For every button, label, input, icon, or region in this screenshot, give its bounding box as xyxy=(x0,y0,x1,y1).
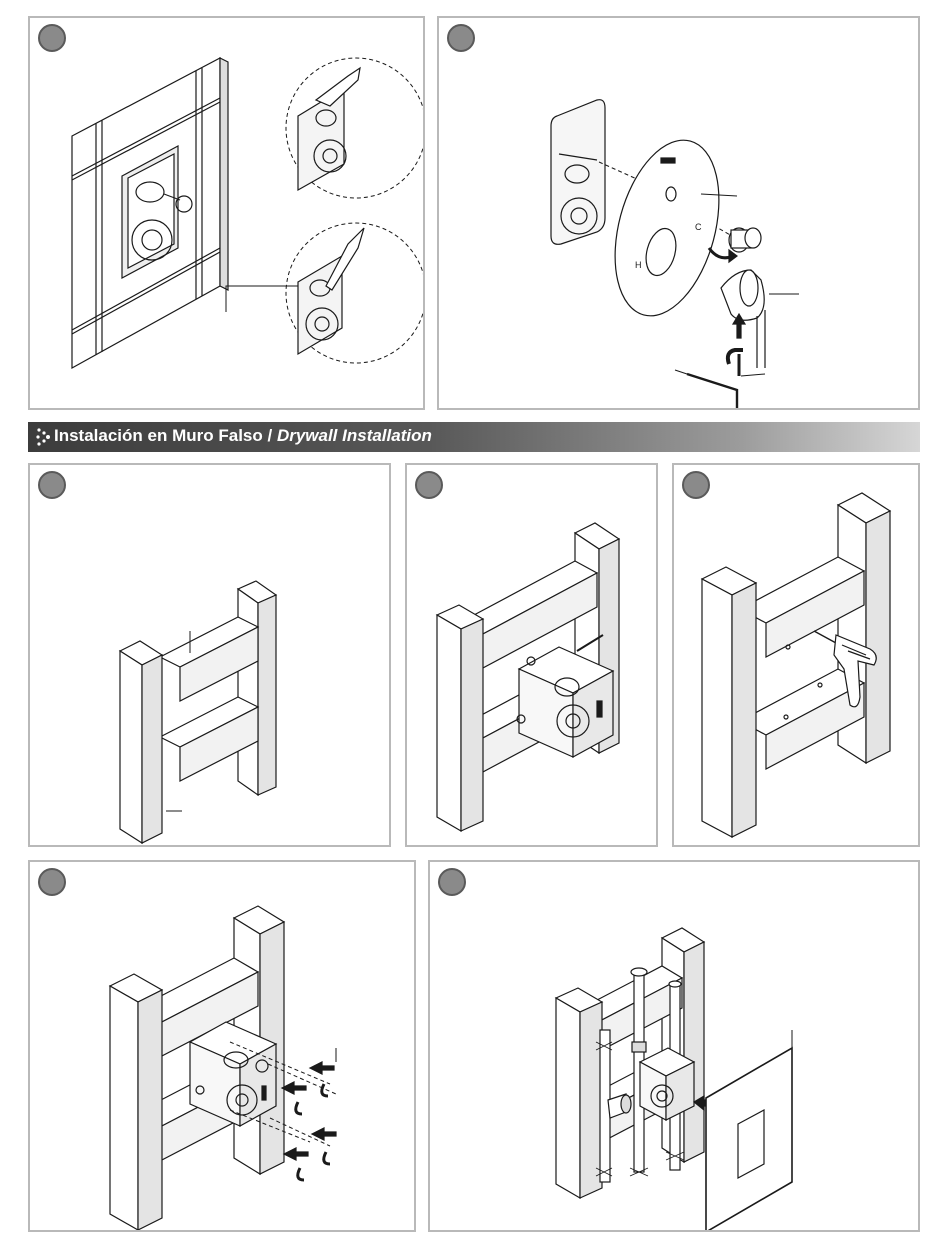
section-title-spanish: Instalación en Muro Falso xyxy=(54,426,263,445)
panel-wall-tile-sealing xyxy=(28,16,425,410)
section-dots-icon xyxy=(34,426,54,448)
panel-drill-holes xyxy=(672,463,920,847)
trim-plate-hot-label: H xyxy=(635,260,642,270)
screw-valve-illustration xyxy=(30,862,416,1232)
section-title-english: Drywall Installation xyxy=(277,426,432,445)
panel-trim-plate-assembly: C H xyxy=(437,16,920,410)
valve-placement-illustration xyxy=(407,465,658,847)
drill-illustration xyxy=(674,465,920,847)
section-title: Instalación en Muro Falso / Drywall Inst… xyxy=(54,426,432,446)
panel-wood-frame xyxy=(28,463,391,847)
piping-drywall-illustration xyxy=(430,862,920,1232)
section-header-banner: Instalación en Muro Falso / Drywall Inst… xyxy=(28,422,920,452)
wall-tile-illustration xyxy=(30,18,425,410)
panel-screw-valve xyxy=(28,860,416,1232)
wood-frame-illustration xyxy=(30,465,391,847)
panel-piping-drywall xyxy=(428,860,920,1232)
section-title-separator: / xyxy=(263,426,277,445)
trim-plate-cold-label: C xyxy=(695,222,702,232)
panel-valve-placement xyxy=(405,463,658,847)
trim-plate-illustration: C H xyxy=(439,18,920,410)
